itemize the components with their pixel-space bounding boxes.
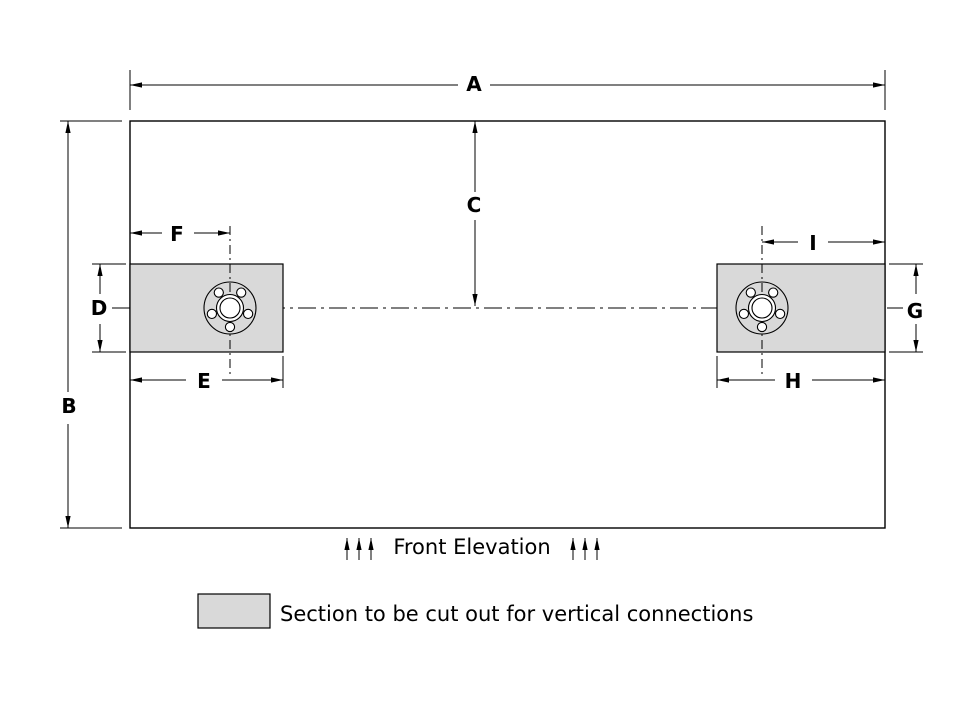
dim-label-d: D: [91, 296, 108, 320]
dimension-i: I: [762, 231, 885, 255]
left-cutout-section: [129, 226, 284, 374]
left-flange-bolt-hole: [236, 287, 247, 298]
left-flange-inner-circle: [219, 297, 241, 319]
left-flange-bolt-hole: [206, 308, 218, 320]
dim-label-c: C: [467, 193, 482, 217]
right-flange-bolt-hole: [745, 287, 756, 298]
left-cutout-rect: [129, 263, 284, 353]
caption-arrows-left: [344, 538, 374, 560]
left-flange-bolt-hole: [242, 308, 254, 320]
dimension-g: G: [889, 263, 923, 353]
dim-label-h: H: [785, 369, 802, 393]
dim-label-g: G: [907, 299, 923, 323]
dimension-h: H: [716, 356, 885, 393]
left-flange: [203, 281, 257, 335]
left-flange-bolt-hole: [224, 321, 236, 333]
dimension-c: C: [467, 121, 482, 306]
dimension-e: E: [130, 356, 284, 393]
right-cutout-rect: [716, 263, 886, 353]
dimension-b: B: [60, 120, 122, 529]
left-flange-outer-circle: [203, 281, 257, 335]
legend-text: Section to be cut out for vertical conne…: [280, 602, 753, 626]
dimension-f: F: [130, 222, 230, 246]
right-flange: [735, 281, 789, 335]
right-flange-inner-circle: [751, 297, 773, 319]
legend-swatch: [197, 593, 271, 629]
right-flange-outer-circle: [735, 281, 789, 335]
dim-label-a: A: [466, 72, 482, 96]
dim-label-i: I: [809, 231, 816, 255]
dimension-d: D: [91, 263, 126, 353]
dim-label-e: E: [197, 369, 211, 393]
right-flange-bolt-hole: [756, 321, 768, 333]
caption-group: Front Elevation: [344, 535, 600, 560]
right-flange-bolt-hole: [768, 287, 779, 298]
drawing-caption: Front Elevation: [393, 535, 550, 559]
right-flange-bolt-hole: [774, 308, 786, 320]
dim-label-b: B: [61, 394, 76, 418]
caption-arrows-right: [570, 538, 600, 560]
dim-label-f: F: [170, 222, 184, 246]
right-cutout-section: [716, 226, 886, 374]
right-flange-bolt-hole: [738, 308, 750, 320]
dimension-a: A: [129, 70, 886, 110]
left-flange-bolt-hole: [213, 287, 224, 298]
legend: Section to be cut out for vertical conne…: [197, 593, 753, 629]
